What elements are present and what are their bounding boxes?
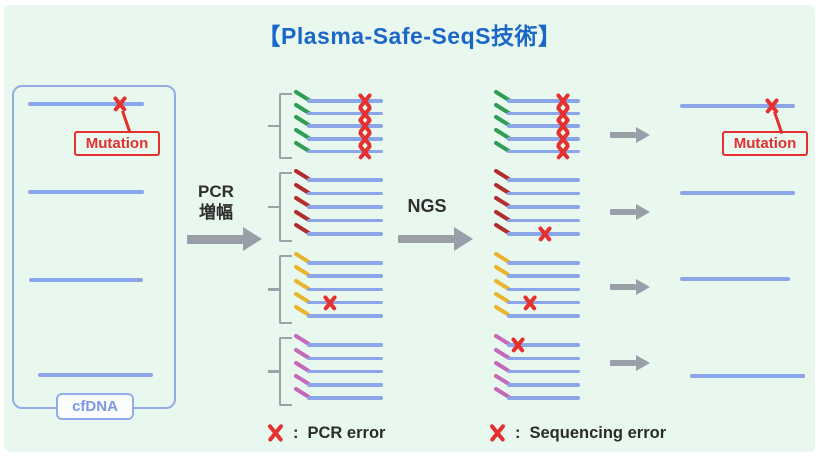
ngs-sequenced-read-line [507, 178, 580, 182]
cfdna-badge: cfDNA [56, 393, 134, 420]
ngs-sequenced-read-line [507, 369, 580, 374]
ngs-sequenced-read-line [507, 314, 580, 318]
ngs-sequenced-read-line [507, 99, 580, 103]
ngs-sequenced-read-line [507, 343, 580, 347]
consensus-arrow-head-icon [636, 204, 650, 220]
error-x-mark [555, 143, 571, 160]
group-bracket [279, 255, 292, 324]
pcr-amplified-read-line [307, 178, 383, 182]
pcr-amplified-read-line [307, 205, 383, 209]
ngs-sequenced-read-line [507, 205, 580, 209]
consensus-arrow-head-icon [636, 279, 650, 295]
pcr-amplified-read-line [307, 232, 383, 236]
consensus-arrow [610, 284, 636, 290]
error-x-mark [522, 294, 538, 311]
x-mark-icon [266, 423, 284, 443]
consensus-read-line [680, 277, 790, 281]
pcr-amplified-read-line [307, 218, 383, 223]
group-bracket [279, 93, 292, 160]
group-bracket-stem [268, 124, 280, 128]
ngs-sequenced-read-line [507, 218, 580, 223]
group-bracket [279, 172, 292, 242]
ngs-sequenced-read-line [507, 149, 580, 154]
pcr-arrow [187, 235, 243, 244]
pcr-amplified-read-line [307, 356, 383, 361]
pcr-amplified-read-line [307, 287, 383, 292]
error-x-mark [537, 226, 553, 243]
pcr-step-line2: 増幅 [199, 203, 233, 222]
ngs-sequenced-read-line [507, 191, 580, 196]
legend-item-pcr-error: : PCR error [266, 421, 385, 445]
pcr-amplified-read-line [307, 300, 383, 305]
cfdna-fragment-line [29, 278, 143, 282]
ngs-sequenced-read-line [507, 274, 580, 278]
pcr-amplified-read-line [307, 274, 383, 278]
consensus-read-line [690, 374, 805, 378]
error-x-mark [357, 143, 373, 160]
ngs-sequenced-read-line [507, 396, 580, 400]
figure-background [4, 5, 815, 452]
ngs-sequenced-read-line [507, 300, 580, 305]
pcr-amplified-read-line [307, 343, 383, 347]
consensus-arrow-head-icon [636, 127, 650, 143]
ngs-sequenced-read-line [507, 261, 580, 265]
pcr-amplified-read-line [307, 149, 383, 154]
legend-separator: : [293, 423, 299, 442]
pcr-step-label: PCR 増幅 [184, 181, 248, 223]
consensus-read-line [680, 104, 795, 108]
pcr-amplified-read-line [307, 99, 383, 103]
group-bracket [279, 337, 292, 407]
consensus-arrow [610, 209, 636, 215]
group-bracket-stem [268, 205, 280, 209]
ngs-arrow [398, 234, 454, 243]
pcr-amplified-read-line [307, 137, 383, 141]
cfdna-fragment-line [28, 102, 144, 106]
legend-separator: : [515, 423, 521, 442]
ngs-sequenced-read-line [507, 287, 580, 292]
pcr-amplified-read-line [307, 314, 383, 318]
page-title: 【Plasma-Safe-SeqS技術】 [257, 23, 562, 49]
mutation-x-mark [112, 96, 128, 113]
cfdna-fragment-line [38, 373, 153, 377]
pcr-amplified-read-line [307, 111, 383, 116]
ngs-sequenced-read-line [507, 111, 580, 116]
pcr-amplified-read-line [307, 261, 383, 265]
error-x-mark [510, 337, 526, 354]
ngs-step-label: NGS [407, 196, 447, 216]
mutation-label-left: Mutation [74, 131, 160, 156]
ngs-sequenced-read-line [507, 137, 580, 141]
cfdna-fragment-line [28, 190, 144, 194]
consensus-arrow [610, 132, 636, 138]
ngs-sequenced-read-line [507, 383, 580, 387]
consensus-read-line [680, 191, 795, 195]
pcr-amplified-read-line [307, 191, 383, 196]
pcr-amplified-read-line [307, 396, 383, 400]
pcr-arrow-head-icon [243, 227, 262, 251]
pcr-amplified-read-line [307, 383, 383, 387]
ngs-arrow-head-icon [454, 227, 473, 251]
group-bracket-stem [268, 288, 280, 291]
legend-label-pcr-error: PCR error [307, 423, 386, 442]
legend-item-sequencing-error: : Sequencing error [488, 421, 666, 445]
ngs-sequenced-read-line [507, 356, 580, 361]
ngs-sequenced-read-line [507, 124, 580, 128]
pcr-amplified-read-line [307, 369, 383, 374]
pcr-amplified-read-line [307, 124, 383, 128]
consensus-arrow [610, 360, 636, 366]
mutation-x-mark [764, 98, 780, 115]
pcr-step-line1: PCR [198, 182, 234, 201]
legend-label-sequencing-error: Sequencing error [529, 423, 667, 442]
x-mark-icon [488, 423, 506, 443]
mutation-label-right: Mutation [722, 131, 808, 156]
group-bracket-stem [268, 370, 280, 373]
consensus-arrow-head-icon [636, 355, 650, 371]
error-x-mark [322, 294, 338, 311]
